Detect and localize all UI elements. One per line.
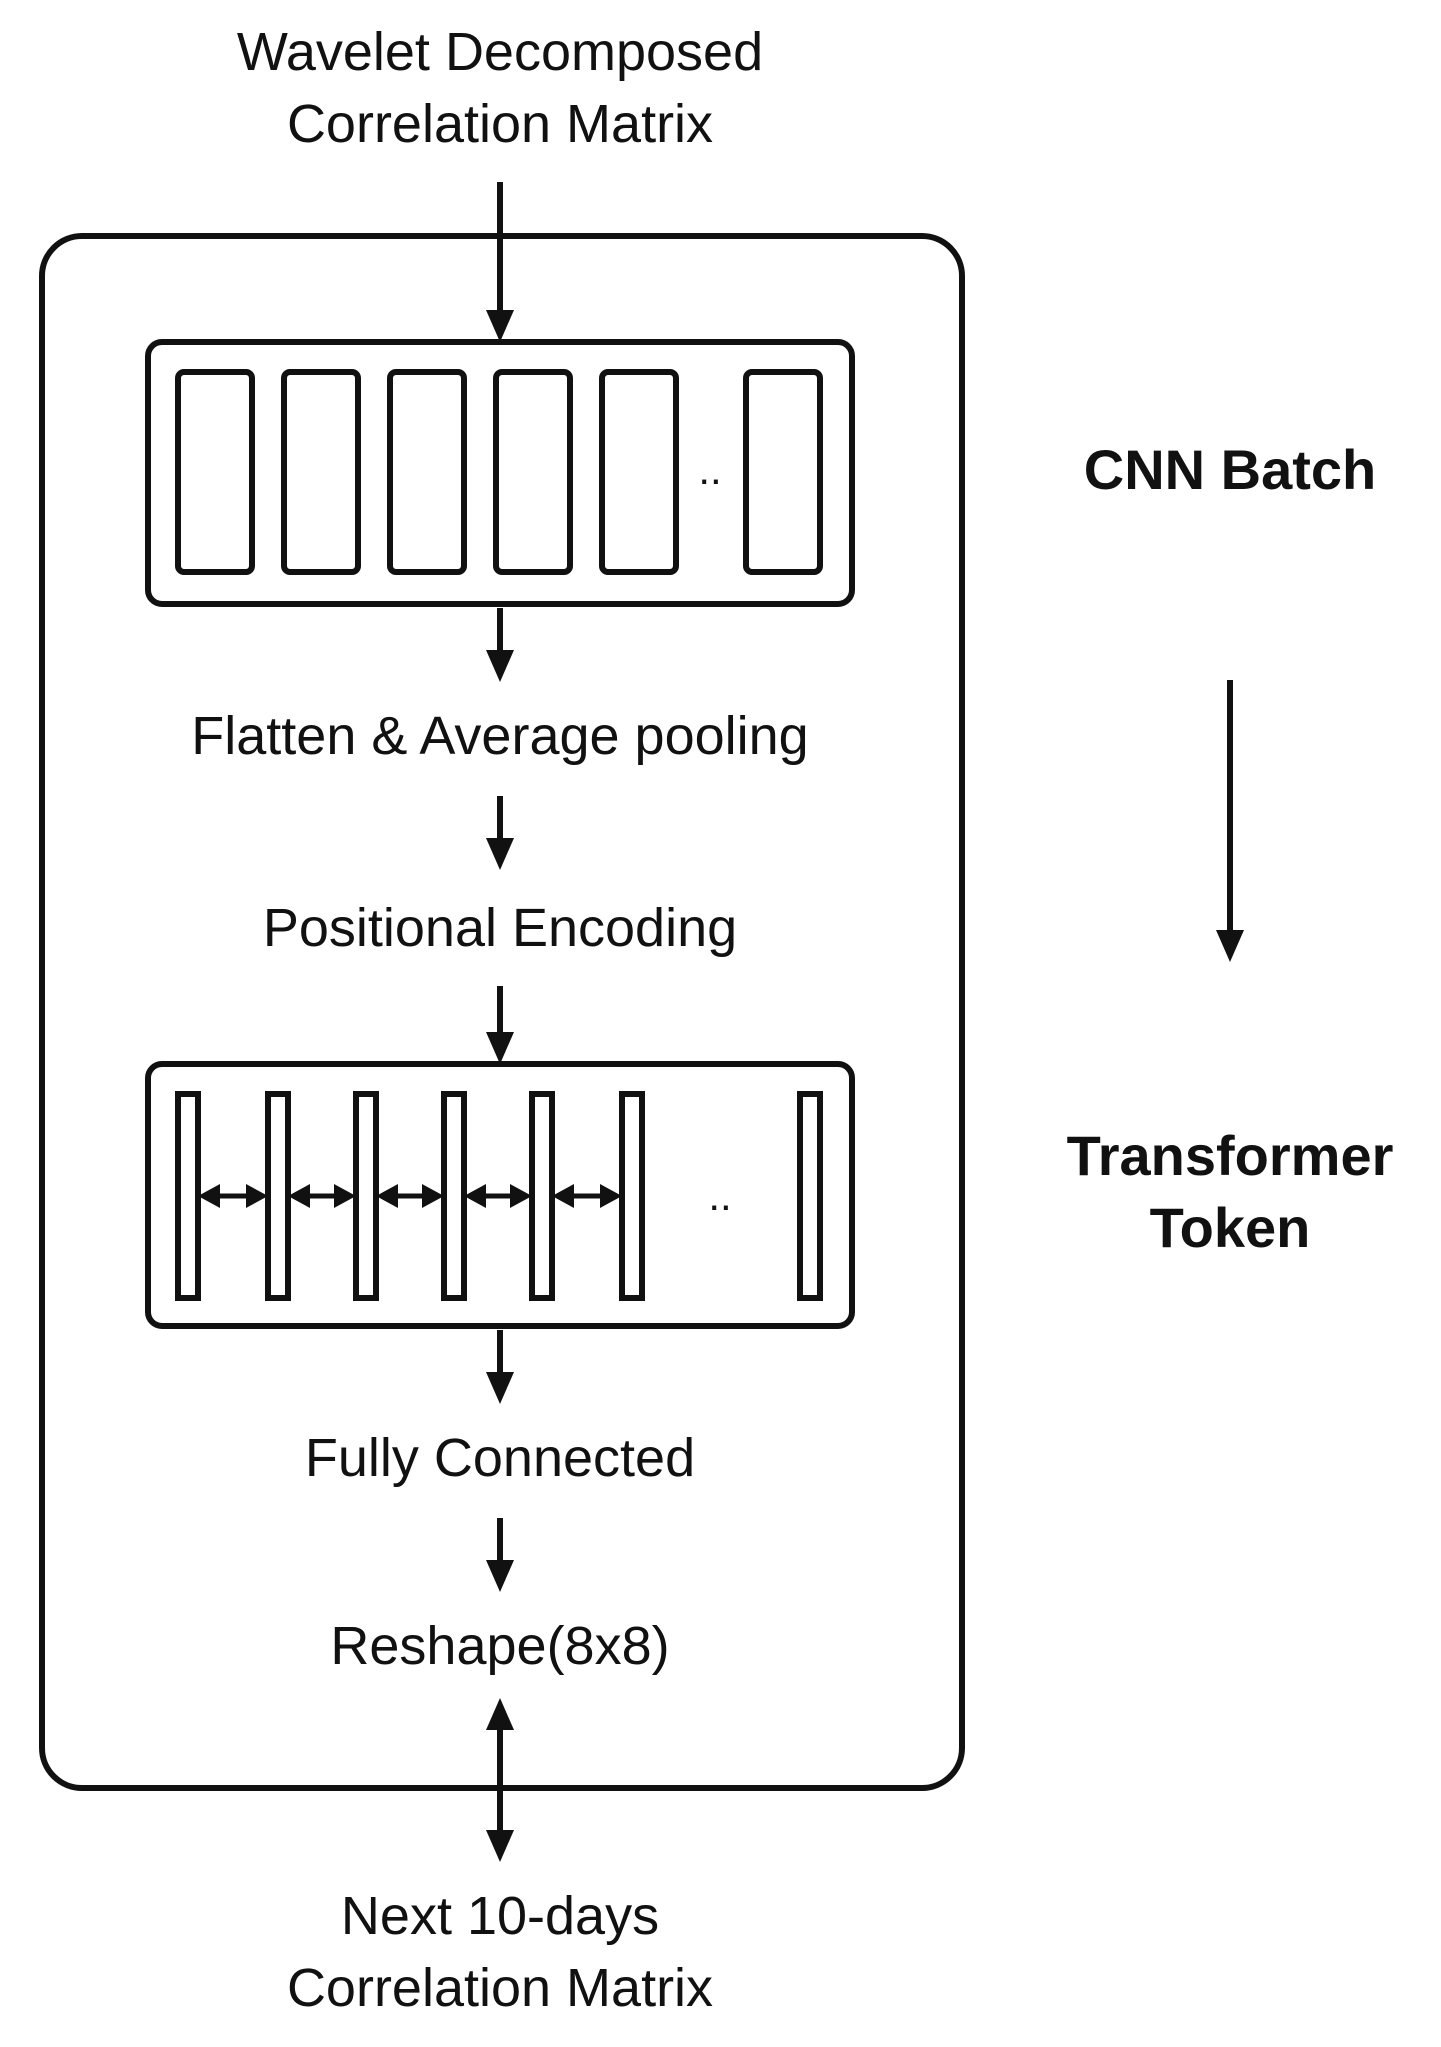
transformer-label-line-2: Token bbox=[1149, 1196, 1311, 1259]
arrow-flatten-positional bbox=[486, 796, 514, 870]
token-2 bbox=[265, 1091, 291, 1301]
arrow-reshape-output bbox=[486, 1698, 514, 1862]
cnn-map-3 bbox=[387, 369, 467, 575]
cnn-feature-maps bbox=[175, 369, 823, 575]
input-label-line-1: Wavelet Decomposed bbox=[236, 22, 764, 82]
flatten-pooling-label: Flatten & Average pooling bbox=[191, 706, 809, 766]
attention-arrow-3-4 bbox=[376, 1184, 444, 1208]
arrow-positional-token bbox=[486, 986, 514, 1064]
output-label: Next 10-days Correlation Matrix bbox=[0, 1880, 1000, 2024]
token-ellipsis: .. bbox=[708, 1172, 732, 1219]
arrow-input bbox=[486, 182, 514, 342]
token-last bbox=[797, 1091, 823, 1301]
cnn-batch-box bbox=[145, 339, 855, 607]
cnn-map-2 bbox=[281, 369, 361, 575]
cnn-batch-label: CNN Batch bbox=[1083, 438, 1377, 501]
cnn-map-5 bbox=[599, 369, 679, 575]
attention-arrow-2-3 bbox=[288, 1184, 356, 1208]
cnn-ellipsis: .. bbox=[698, 446, 722, 493]
arrow-token-fc bbox=[486, 1330, 514, 1404]
token-4 bbox=[441, 1091, 467, 1301]
token-6 bbox=[619, 1091, 645, 1301]
side-flow-arrow bbox=[1216, 680, 1244, 962]
cnn-map-last bbox=[743, 369, 823, 575]
output-label-line-1: Next 10-days bbox=[340, 1886, 660, 1946]
attention-arrow-4-5 bbox=[464, 1184, 532, 1208]
input-label-line-2: Correlation Matrix bbox=[286, 94, 714, 154]
fully-connected-label: Fully Connected bbox=[304, 1428, 696, 1488]
transformer-token-box bbox=[145, 1061, 855, 1329]
attention-arrow-1-2 bbox=[198, 1184, 268, 1208]
cnn-map-1 bbox=[175, 369, 255, 575]
transformer-label-line-1: Transformer bbox=[1066, 1124, 1394, 1187]
token-attention-arrows bbox=[198, 1184, 622, 1208]
attention-arrow-5-6 bbox=[552, 1184, 622, 1208]
token-1 bbox=[175, 1091, 201, 1301]
positional-encoding-label: Positional Encoding bbox=[262, 898, 738, 958]
reshape-label: Reshape(8x8) bbox=[330, 1616, 670, 1676]
arrow-fc-reshape bbox=[486, 1518, 514, 1592]
arrow-cnn-flatten bbox=[486, 608, 514, 682]
input-label: Wavelet Decomposed Correlation Matrix bbox=[0, 16, 1000, 160]
output-label-line-2: Correlation Matrix bbox=[286, 1958, 714, 2018]
cnn-map-4 bbox=[493, 369, 573, 575]
transformer-token-label: Transformer Token bbox=[1030, 1120, 1430, 1264]
token-3 bbox=[353, 1091, 379, 1301]
token-5 bbox=[529, 1091, 555, 1301]
